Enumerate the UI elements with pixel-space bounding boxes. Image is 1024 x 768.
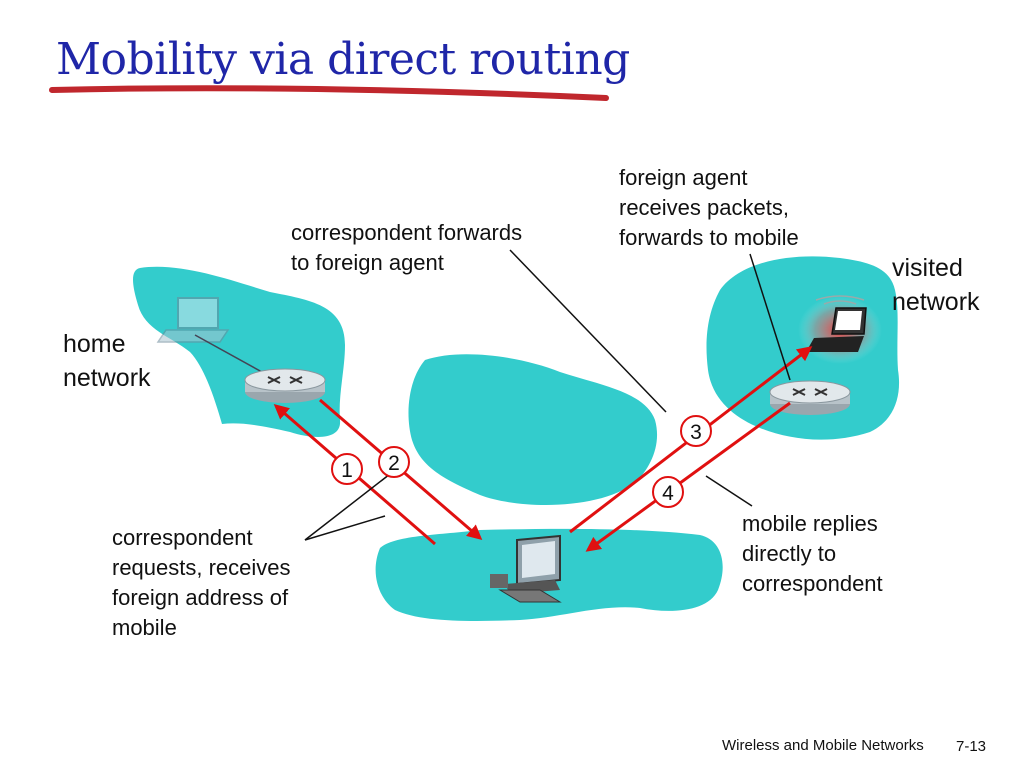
correspondent-requests-line: requests, receives [112, 555, 291, 580]
visited-network-label-line: visited [892, 254, 963, 282]
home-router-icon [244, 368, 326, 403]
correspondent-forwards-label: correspondent forwards to foreign agent [291, 218, 522, 278]
step-label-3: 3 [690, 421, 702, 444]
home-laptop-icon [156, 297, 230, 343]
correspondent-requests-line: correspondent [112, 525, 253, 550]
home-network-label-line: home [63, 330, 126, 358]
mobile-replies-line: directly to [742, 541, 837, 566]
step-circle-3: 3 [680, 415, 712, 447]
middle-network-cloud [408, 354, 658, 505]
callout-line-requests-a [304, 473, 391, 541]
mobile-replies-label: mobile replies directly to correspondent [742, 509, 883, 599]
correspondent-requests-line: foreign address of [112, 585, 289, 610]
callout-line-replies [705, 475, 753, 507]
callout-line-forwards [509, 249, 667, 413]
desktop-computer-icon [490, 534, 562, 603]
foreign-agent-receives-label: foreign agent receives packets, forwards… [619, 163, 799, 253]
step-label-4: 4 [662, 482, 674, 505]
home-network-label-line: network [63, 364, 151, 392]
callout-line-requests-b [304, 515, 386, 541]
step-circle-4: 4 [652, 476, 684, 508]
step-circle-1: 1 [331, 453, 363, 485]
title-underline [49, 85, 609, 101]
visited-network-label: visited network [892, 251, 980, 319]
foreign-agent-receives-line: foreign agent [619, 165, 748, 190]
footer-page-number: 7-13 [956, 738, 987, 755]
wifi-laptop-icon [798, 295, 882, 364]
home-network-cloud [133, 266, 345, 437]
step-label-2: 2 [388, 452, 400, 475]
home-network-label: home network [63, 327, 151, 395]
footer-course-name: Wireless and Mobile Networks [722, 737, 924, 754]
slide-title: Mobility via direct routing [56, 34, 630, 85]
step-label-1: 1 [341, 459, 353, 482]
home-wire [194, 334, 263, 373]
arrow-step-4 [585, 401, 791, 552]
foreign-agent-receives-line: receives packets, [619, 195, 789, 220]
callout-line-foreign-agent [749, 253, 791, 381]
correspondent-requests-label: correspondent requests, receives foreign… [112, 523, 291, 643]
correspondent-forwards-line: correspondent forwards [291, 220, 523, 245]
step-circle-2: 2 [378, 446, 410, 478]
visited-router-icon [769, 380, 851, 415]
foreign-agent-receives-line: forwards to mobile [619, 225, 799, 250]
visited-network-label-line: network [892, 288, 980, 316]
correspondent-requests-line: mobile [112, 615, 177, 640]
mobile-replies-line: mobile replies [742, 511, 878, 536]
mobile-replies-line: correspondent [742, 571, 883, 596]
correspondent-forwards-line: to foreign agent [291, 250, 444, 275]
